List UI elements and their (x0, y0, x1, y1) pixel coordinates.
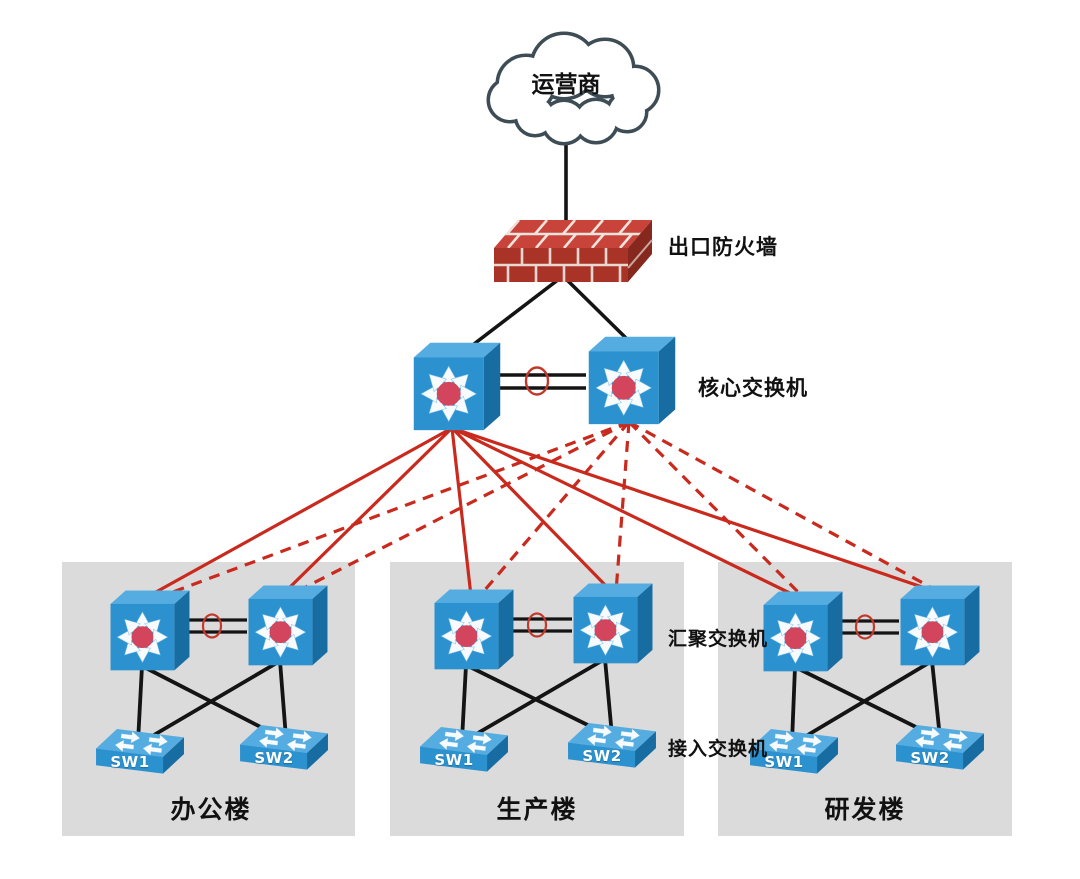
link-line (790, 666, 797, 743)
link-line (472, 274, 565, 346)
building-1-links (136, 613, 288, 744)
link-line (628, 420, 944, 596)
red-ring-icon (524, 366, 550, 396)
link-line (291, 420, 630, 596)
cloud-label: 运营商 (531, 72, 601, 98)
link-line (141, 659, 281, 744)
firewall-label: 出口防火墙 (668, 235, 778, 259)
access-switch-name: SW2 (910, 749, 950, 767)
core-etherchannel (488, 366, 586, 396)
link-line (603, 658, 614, 737)
aggregation-switch-icon (573, 583, 653, 664)
link-line (153, 420, 630, 601)
link-line (451, 426, 801, 600)
firewall-brick-icon (494, 220, 653, 282)
link-line (627, 420, 808, 602)
link-line (146, 426, 453, 599)
access-switch-label: 接入交换机 (667, 738, 768, 760)
aggregation-switch-label: 汇聚交换机 (667, 628, 768, 650)
access-switch-name: SW2 (582, 747, 622, 765)
core-switch-label: 核心交换机 (698, 376, 808, 400)
link-line (460, 664, 468, 741)
link-line (795, 659, 933, 744)
aggregation-switch-icon (110, 590, 190, 671)
aggregation-switch-icon (434, 589, 514, 670)
link-line (136, 665, 144, 743)
building-2-links (460, 612, 614, 742)
link-line (465, 657, 606, 742)
building-3-links (790, 614, 942, 744)
link-line (614, 421, 631, 593)
link-line (476, 420, 631, 600)
access-switch-name: SW2 (254, 749, 294, 767)
core-uplinks-solid (146, 426, 938, 600)
link-line (794, 665, 939, 740)
building-1-label: 办公楼 (170, 795, 252, 824)
red-ring-icon (854, 614, 876, 640)
access-switch-name: SW1 (434, 751, 474, 769)
cloud-icon (486, 31, 661, 146)
building-2-label: 生产楼 (496, 795, 578, 824)
link-line (451, 426, 938, 594)
core-uplinks-dashed (153, 420, 944, 602)
building-3-label: 研发楼 (824, 795, 906, 824)
link-line (465, 663, 611, 738)
aggregation-switch-icon (248, 585, 328, 666)
link-line (283, 426, 454, 594)
link-line (930, 660, 942, 739)
link-line (450, 427, 473, 597)
access-switch-name: SW1 (764, 753, 804, 771)
core-switch-icon (588, 336, 676, 425)
link-line (278, 660, 288, 739)
access-switch-name: SW1 (110, 753, 150, 771)
aggregation-switch-icon (900, 585, 980, 666)
core-switch-icon (413, 342, 501, 431)
red-ring-icon (526, 612, 548, 638)
red-ring-icon (201, 613, 223, 639)
link-line (450, 426, 612, 592)
link-line (561, 274, 630, 342)
